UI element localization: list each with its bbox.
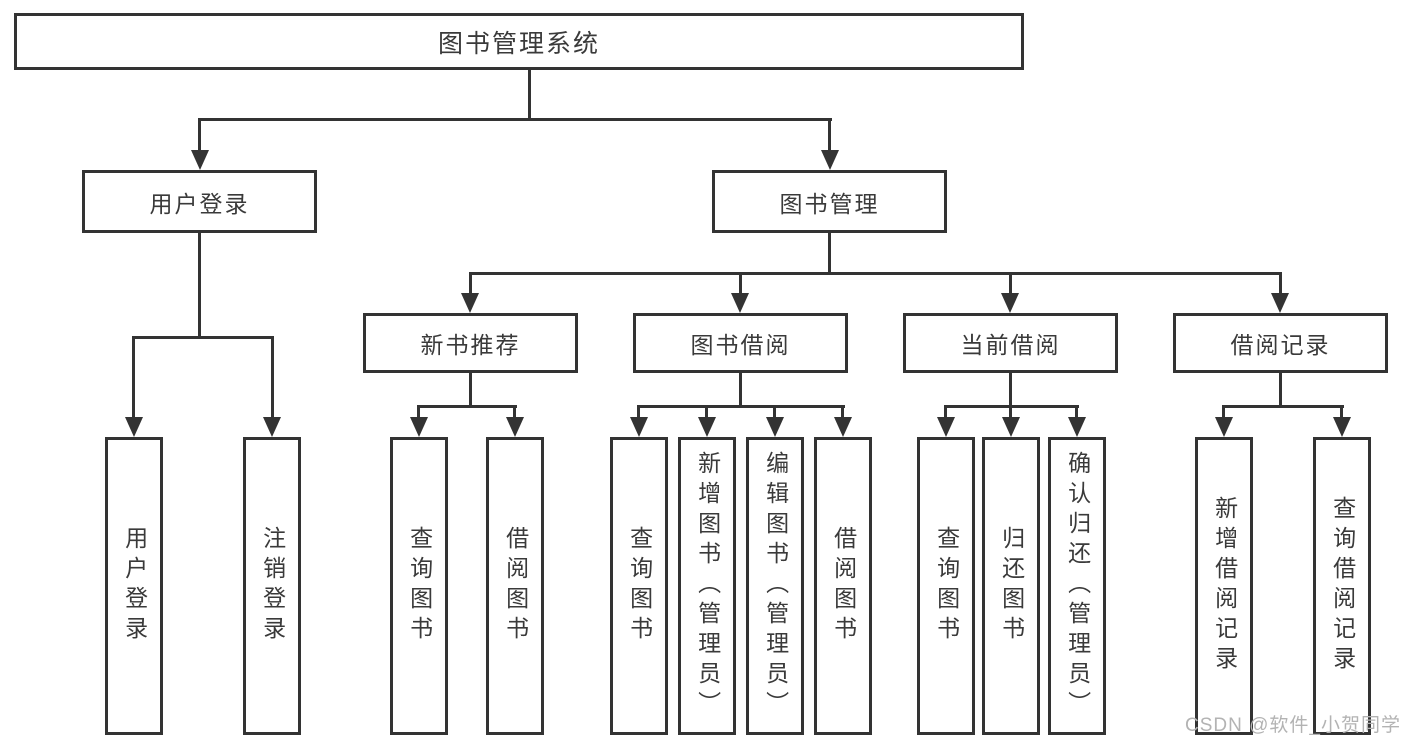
arrow-down-icon [506,417,524,437]
arrow-down-icon [766,417,784,437]
leaf-current-query-books: 查询图书 [917,437,975,735]
leaf-newbook-query-books: 查询图书 [390,437,448,735]
connector-line [469,272,1282,275]
connector-line [705,405,708,419]
connector-line [1009,373,1012,407]
arrow-down-icon [1068,417,1086,437]
arrow-down-icon [461,293,479,313]
connector-line [528,70,531,120]
connector-line [1009,272,1012,295]
node-book-borrow: 图书借阅 [633,313,848,373]
arrow-down-icon [1333,417,1351,437]
arrow-down-icon [1001,293,1019,313]
arrow-down-icon [191,150,209,170]
connector-line [469,373,472,407]
connector-line [841,405,844,419]
connector-line [271,336,274,419]
arrow-down-icon [937,417,955,437]
arrow-down-icon [1271,293,1289,313]
connector-line [1340,405,1343,419]
connector-line [513,405,516,419]
arrow-down-icon [834,417,852,437]
arrow-down-icon [263,417,281,437]
node-book-management: 图书管理 [712,170,947,233]
node-user-login: 用户登录 [82,170,317,233]
leaf-add-borrow-record-label: 新增借阅记录 [1211,496,1238,676]
arrow-down-icon [125,417,143,437]
leaf-query-borrow-record-label: 查询借阅记录 [1329,496,1356,676]
connector-line [739,272,742,295]
connector-line [198,118,201,152]
leaf-borrow-books-label: 借阅图书 [830,526,857,646]
arrow-down-icon [630,417,648,437]
leaf-logout-label: 注销登录 [259,526,286,646]
connector-line [944,405,947,419]
leaf-newbook-query-books-label: 查询图书 [406,526,433,646]
connector-line [1222,405,1344,408]
connector-line [828,233,831,274]
watermark: CSDN @软件_小贺同学 [1185,715,1401,736]
node-borrow-record: 借阅记录 [1173,313,1388,373]
connector-line [637,405,845,408]
connector-line [469,272,472,295]
connector-line [773,405,776,419]
leaf-edit-books-admin-label: 编辑图书（管理员） [762,451,789,721]
arrow-down-icon [698,417,716,437]
leaf-confirm-return-admin: 确认归还（管理员） [1048,437,1106,735]
connector-line [198,233,201,338]
leaf-newbook-borrow-books: 借阅图书 [486,437,544,735]
arrow-down-icon [821,150,839,170]
arrow-down-icon [731,293,749,313]
leaf-user-login-label: 用户登录 [121,526,148,646]
leaf-add-books-admin-label: 新增图书（管理员） [694,451,721,721]
connector-line [132,336,135,419]
leaf-query-borrow-record: 查询借阅记录 [1313,437,1371,735]
connector-line [417,405,420,419]
connector-line [417,405,517,408]
leaf-borrow-query-books: 查询图书 [610,437,668,735]
connector-line [739,373,742,407]
leaf-borrow-books: 借阅图书 [814,437,872,735]
connector-line [1009,405,1012,419]
node-new-book-recommend: 新书推荐 [363,313,578,373]
arrow-down-icon [1215,417,1233,437]
leaf-add-borrow-record: 新增借阅记录 [1195,437,1253,735]
arrow-down-icon [410,417,428,437]
leaf-user-login: 用户登录 [105,437,163,735]
connector-line [1075,405,1078,419]
arrow-down-icon [1002,417,1020,437]
leaf-return-books: 归还图书 [982,437,1040,735]
leaf-return-books-label: 归还图书 [998,526,1025,646]
leaf-confirm-return-admin-label: 确认归还（管理员） [1064,451,1091,721]
connector-line [1279,373,1282,407]
connector-line [1279,272,1282,295]
node-current-borrow: 当前借阅 [903,313,1118,373]
leaf-add-books-admin: 新增图书（管理员） [678,437,736,735]
leaf-logout: 注销登录 [243,437,301,735]
connector-line [132,336,274,339]
node-root: 图书管理系统 [14,13,1024,70]
connector-line [828,118,831,152]
leaf-borrow-query-books-label: 查询图书 [626,526,653,646]
connector-line [637,405,640,419]
leaf-current-query-books-label: 查询图书 [933,526,960,646]
leaf-edit-books-admin: 编辑图书（管理员） [746,437,804,735]
leaf-newbook-borrow-books-label: 借阅图书 [502,526,529,646]
connector-line [198,118,832,121]
connector-line [1222,405,1225,419]
